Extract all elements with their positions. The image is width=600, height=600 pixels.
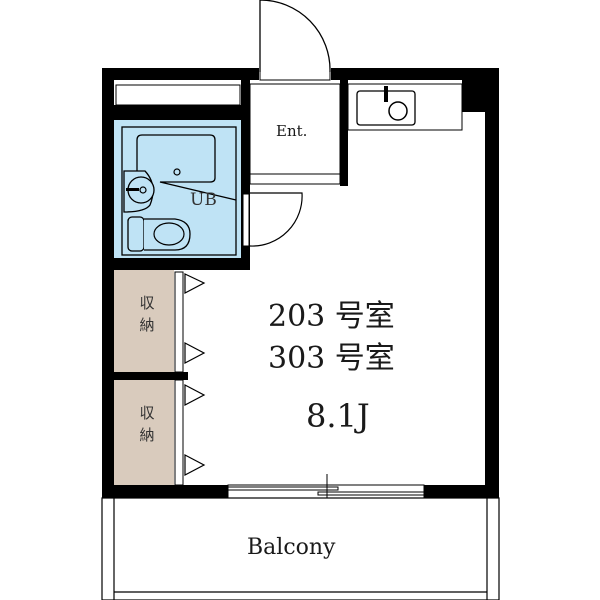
storage-upper-label: 収 納 <box>137 292 157 336</box>
wall-storage-divider <box>102 372 188 380</box>
wall-shelf-band <box>102 105 250 120</box>
bath-door-frame <box>242 193 250 247</box>
wall-ent-left <box>241 80 250 270</box>
storage-lower-label: 収 納 <box>137 402 157 446</box>
balcony-outline <box>101 497 500 600</box>
storage-label-char: 収 <box>139 404 155 422</box>
door-marker <box>184 454 206 476</box>
wall-left <box>102 68 114 498</box>
room-size-label: 8.1J <box>306 397 370 435</box>
shelf <box>115 84 241 106</box>
entrance-door-swing <box>259 0 331 73</box>
door-marker <box>184 273 206 294</box>
bathtub <box>136 134 237 201</box>
window-pane-right <box>317 491 425 496</box>
balcony-label: Balcony <box>247 535 336 560</box>
unit-number-2: 303 号室 <box>268 341 395 376</box>
bath-door-swing <box>249 192 303 247</box>
tub-drain <box>173 168 181 176</box>
toilet-seat <box>153 222 185 246</box>
door-marker <box>184 384 206 406</box>
wall-top-left <box>102 68 259 80</box>
drain <box>388 101 408 121</box>
wall-right <box>485 68 499 498</box>
storage-upper <box>114 270 174 372</box>
wall-ent-right <box>340 80 348 186</box>
toilet-tank <box>127 216 145 252</box>
wall-top-right <box>331 68 499 80</box>
basin-drain <box>139 186 147 194</box>
wall-bottom-right <box>424 485 499 498</box>
storage-label-char: 納 <box>139 316 155 334</box>
basin-faucet <box>126 188 139 191</box>
unit-number-1: 203 号室 <box>268 299 395 334</box>
storage-door-lower <box>174 379 184 486</box>
unit-bath-label: UB <box>190 190 217 210</box>
window-pane-left <box>227 486 339 491</box>
storage-lower <box>114 380 174 485</box>
entrance-label: Ent. <box>276 122 308 140</box>
unit-numbers: 203 号室 303 号室 <box>268 296 395 380</box>
wall-bath-bottom <box>102 258 250 270</box>
wall-bottom-left <box>102 485 228 498</box>
storage-label-char: 納 <box>139 426 155 444</box>
entrance-step <box>249 173 341 185</box>
unit-bath-inner <box>121 126 237 256</box>
storage-label-char: 収 <box>139 294 155 312</box>
door-marker <box>184 342 206 364</box>
wall-right-notch <box>462 68 499 112</box>
faucet <box>384 86 388 102</box>
entrance-floor <box>249 83 341 175</box>
storage-door-upper <box>174 271 184 373</box>
